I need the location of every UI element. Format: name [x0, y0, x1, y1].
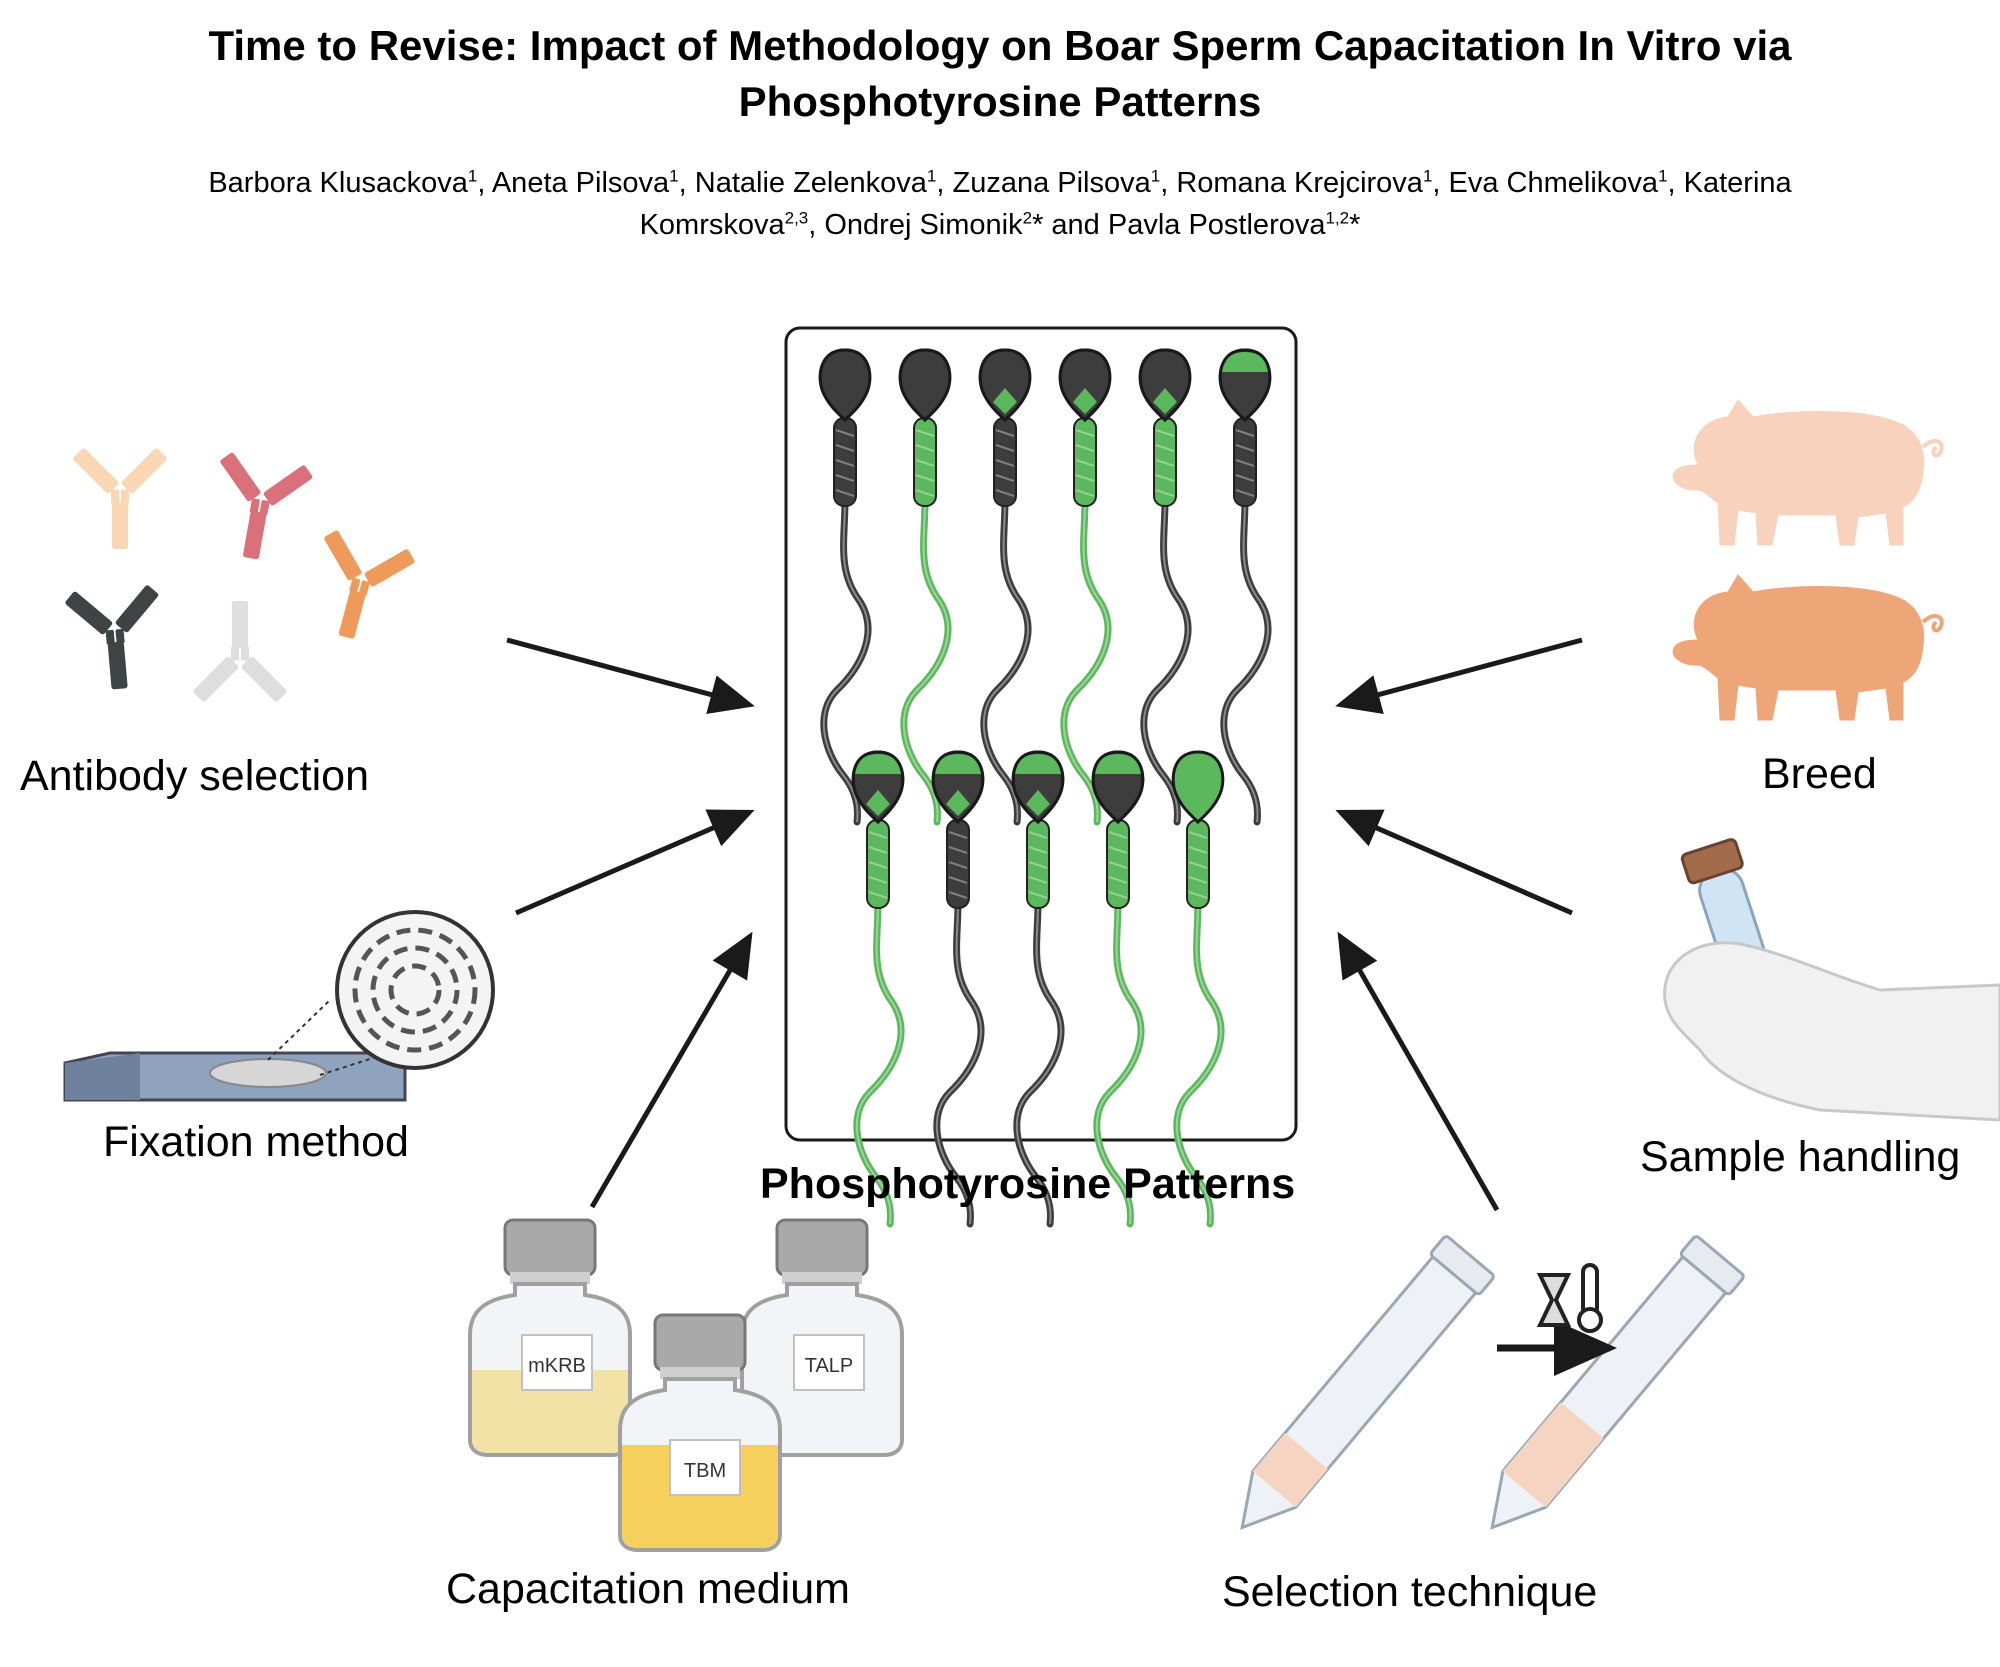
media-bottle-icon: mKRB TALP TBM — [468, 1218, 904, 1552]
author-name: * and Pavla Postlerova — [1032, 209, 1326, 241]
sperm-patterns — [818, 348, 1272, 1228]
title: Time to Revise: Impact of Methodology on… — [0, 18, 2000, 130]
author-name: * — [1349, 209, 1361, 241]
author-affiliation: 1 — [467, 166, 478, 186]
arrow-antibody — [506, 637, 755, 714]
sperm-cell — [818, 348, 872, 826]
hourglass-icon — [1536, 1273, 1572, 1327]
author-affiliation: 1 — [1422, 166, 1433, 186]
arrows — [506, 637, 1583, 1212]
label-selection-technique: Selection technique — [1222, 1568, 1598, 1616]
authors-line-1: Barbora Klusackova1, Aneta Pilsova1, Nat… — [60, 162, 1940, 204]
sperm-cell — [1091, 750, 1145, 1228]
center-label: Phosphotyrosine Patterns — [760, 1160, 1296, 1208]
thermometer-icon — [1577, 1263, 1603, 1333]
author-affiliation: 1,2 — [1325, 208, 1350, 228]
author-name: , Eva Chmelikova — [1432, 167, 1659, 199]
author-affiliation: 1 — [926, 166, 937, 186]
author-name: , Aneta Pilsova — [477, 167, 670, 199]
author-affiliation: 1 — [1658, 166, 1668, 186]
sperm-cell — [851, 750, 905, 1228]
label-fixation-method: Fixation method — [103, 1118, 409, 1166]
sperm-cell — [978, 348, 1032, 826]
author-affiliation: 2 — [1022, 208, 1033, 228]
author-name: Barbora Klusackova — [208, 167, 468, 199]
selection-tubes-icon — [1240, 1235, 1745, 1530]
bottle-label-mkrb: mKRB — [528, 1355, 586, 1377]
label-capacitation-medium: Capacitation medium — [446, 1565, 850, 1613]
antibody-icon — [63, 447, 419, 703]
sperm-cell — [931, 750, 985, 1228]
title-line-1: Time to Revise: Impact of Methodology on… — [208, 22, 1792, 69]
label-sample-handling: Sample handling — [1640, 1133, 1961, 1181]
arrow-breed — [1335, 637, 1583, 714]
arrow-medium — [589, 931, 753, 1209]
author-name: , Natalie Zelenkova — [678, 167, 927, 199]
sperm-cell — [1138, 348, 1192, 826]
author-name: , Romana Krejcirova — [1160, 167, 1423, 199]
microscope-slide-icon — [63, 910, 495, 1102]
title-line-2: Phosphotyrosine Patterns — [738, 78, 1262, 125]
arrow-selection — [1337, 931, 1500, 1212]
author-affiliation: 1 — [669, 166, 679, 186]
authors: Barbora Klusackova1, Aneta Pilsova1, Nat… — [60, 162, 1940, 246]
sperm-cell — [898, 348, 952, 826]
sperm-cell — [1011, 750, 1065, 1228]
center-panel — [784, 326, 1298, 1142]
author-affiliation: 2,3 — [784, 208, 809, 228]
author-name: , Ondrej Simonik — [808, 209, 1023, 241]
sperm-cell — [1171, 750, 1225, 1228]
author-affiliation: 1 — [1150, 166, 1161, 186]
sperm-cell — [1218, 348, 1272, 826]
sperm-cell — [1058, 348, 1112, 826]
pig-icon — [1671, 398, 1944, 722]
arrow-fixation — [515, 809, 755, 916]
author-name: , Zuzana Pilsova — [936, 167, 1151, 199]
bottle-label-talp: TALP — [805, 1355, 854, 1377]
arrow-handling — [1335, 809, 1573, 916]
authors-line-2: Komrskova2,3, Ondrej Simonik2* and Pavla… — [60, 204, 1940, 246]
author-name: Komrskova — [639, 209, 785, 241]
author-name: , Katerina — [1667, 167, 1792, 199]
bottle-label-tbm: TBM — [684, 1460, 726, 1482]
label-breed: Breed — [1762, 750, 1877, 798]
label-antibody-selection: Antibody selection — [20, 752, 369, 800]
tube-in-hand-icon — [1663, 838, 2000, 1122]
